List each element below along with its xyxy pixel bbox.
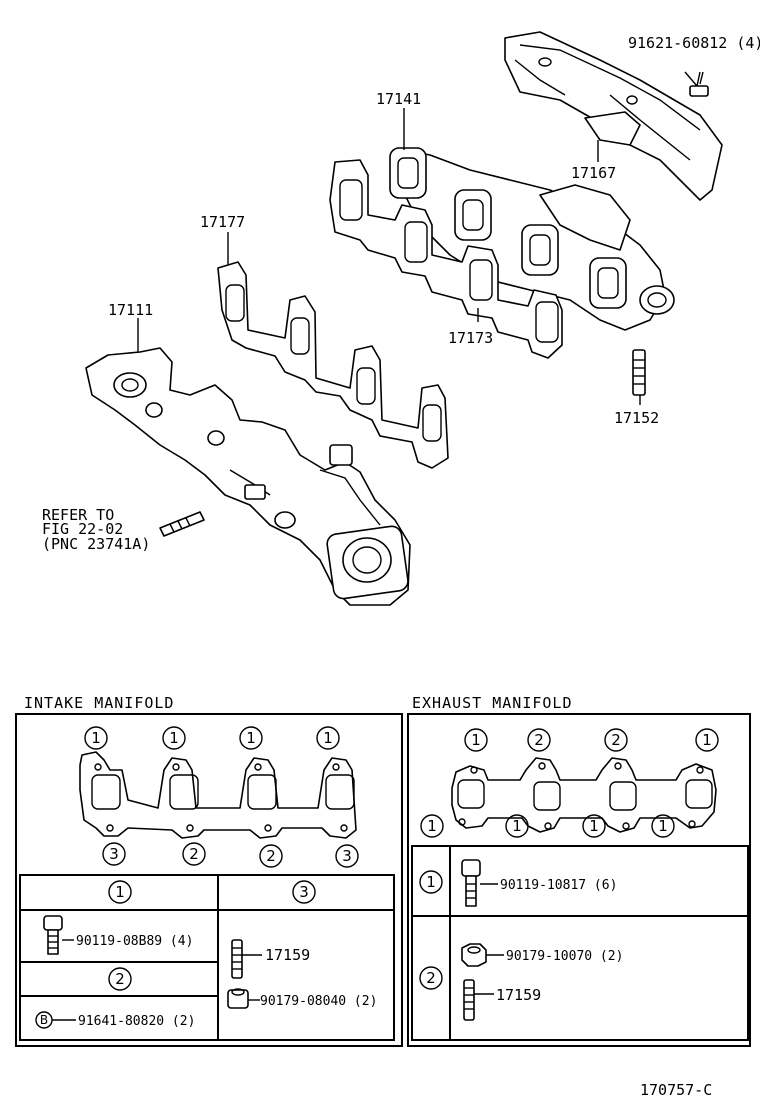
intake-parts-table — [19, 874, 395, 1041]
exhaust-top-marker: 1 — [695, 728, 719, 752]
flange-bolt-icon — [461, 859, 498, 907]
intake-bottom-marker: 3 — [102, 842, 126, 866]
exhaust-part-2a: 90179-10070 (2) — [506, 949, 623, 964]
svg-text:1: 1 — [589, 817, 599, 835]
intake-part-1: 90119-08B89 (4) — [76, 934, 193, 949]
exhaust-bottom-marker: 1 — [505, 814, 529, 838]
svg-text:1: 1 — [658, 817, 668, 835]
leader-91621 — [684, 71, 698, 87]
stud-ref-part — [159, 511, 205, 537]
stud-17152-part — [632, 349, 646, 396]
intake-top-marker: 1 — [84, 726, 108, 750]
refer-line-1: REFER TO — [42, 506, 114, 524]
exhaust-manifold-part — [389, 147, 675, 331]
intake-bottom-marker: 2 — [182, 842, 206, 866]
stud-icon — [231, 939, 262, 979]
svg-text:1: 1 — [91, 729, 101, 747]
nut-icon — [227, 988, 260, 1009]
exhaust-top-marker: 1 — [464, 728, 488, 752]
bolt-91621-part — [689, 71, 709, 97]
svg-text:1: 1 — [427, 817, 437, 835]
exhaust-part-2b: 17159 — [496, 986, 541, 1004]
intake-row2-header: 2 — [108, 967, 132, 991]
exhaust-row2-header: 2 — [419, 966, 443, 990]
exhaust-top-marker: 2 — [527, 728, 551, 752]
svg-text:1: 1 — [512, 817, 522, 835]
svg-text:1: 1 — [323, 729, 333, 747]
svg-text:3: 3 — [299, 883, 309, 901]
svg-text:2: 2 — [189, 845, 199, 863]
svg-text:3: 3 — [342, 847, 352, 865]
callout-17141: 17141 — [376, 90, 421, 108]
intake-bottom-marker: 3 — [335, 844, 359, 868]
exhaust-top-marker: 2 — [604, 728, 628, 752]
exhaust-bottom-marker: 1 — [420, 814, 444, 838]
svg-text:1: 1 — [169, 729, 179, 747]
callout-17177: 17177 — [200, 213, 245, 231]
svg-text:1: 1 — [471, 731, 481, 749]
callout-91621: 91621-60812 (4) — [628, 34, 760, 52]
badge-b-icon: B — [35, 1011, 53, 1029]
hex-nut-icon — [461, 943, 504, 967]
figure-id: 170757-C — [640, 1081, 712, 1099]
svg-text:2: 2 — [534, 731, 544, 749]
intake-col1-header: 1 — [108, 880, 132, 904]
svg-text:1: 1 — [702, 731, 712, 749]
exhaust-part-1: 90119-10817 (6) — [500, 878, 617, 893]
svg-text:2: 2 — [115, 970, 125, 988]
svg-text:1: 1 — [115, 883, 125, 901]
svg-text:3: 3 — [109, 845, 119, 863]
svg-text:B: B — [40, 1013, 48, 1027]
stud-icon — [463, 979, 494, 1021]
exhaust-title: EXHAUST MANIFOLD — [412, 694, 573, 712]
svg-text:1: 1 — [426, 873, 436, 891]
exhaust-row1-header: 1 — [419, 870, 443, 894]
svg-text:2: 2 — [266, 847, 276, 865]
svg-text:2: 2 — [611, 731, 621, 749]
exhaust-parts-table — [411, 845, 749, 1041]
callout-17152: 17152 — [614, 409, 659, 427]
refer-line-3: (PNC 23741A) — [42, 535, 150, 553]
intake-top-marker: 1 — [316, 726, 340, 750]
intake-top-marker: 1 — [162, 726, 186, 750]
exhaust-gasket-part — [329, 159, 563, 359]
bolt-icon — [43, 915, 74, 955]
callout-17111: 17111 — [108, 301, 153, 319]
intake-part-3b: 90179-08040 (2) — [260, 994, 377, 1009]
intake-bottom-marker: 2 — [259, 844, 283, 868]
svg-text:1: 1 — [246, 729, 256, 747]
exhaust-box — [407, 713, 751, 1047]
svg-text:2: 2 — [426, 969, 436, 987]
intake-title: INTAKE MANIFOLD — [24, 694, 174, 712]
intake-gasket-diagram — [79, 751, 357, 839]
intake-manifold-part — [85, 347, 411, 606]
intake-top-marker: 1 — [239, 726, 263, 750]
heat-insulator-part — [504, 31, 723, 201]
intake-part-3a: 17159 — [265, 946, 310, 964]
intake-gasket-part — [217, 261, 449, 469]
exhaust-bottom-marker: 1 — [651, 814, 675, 838]
callout-17167: 17167 — [571, 164, 616, 182]
callout-17173: 17173 — [448, 329, 493, 347]
exhaust-gasket-diagram — [451, 757, 717, 833]
intake-col3-header: 3 — [292, 880, 316, 904]
exhaust-bottom-marker: 1 — [582, 814, 606, 838]
intake-part-2: 91641-80820 (2) — [78, 1014, 195, 1029]
refer-line-2: FIG 22-02 — [42, 520, 123, 538]
intake-box — [15, 713, 403, 1047]
